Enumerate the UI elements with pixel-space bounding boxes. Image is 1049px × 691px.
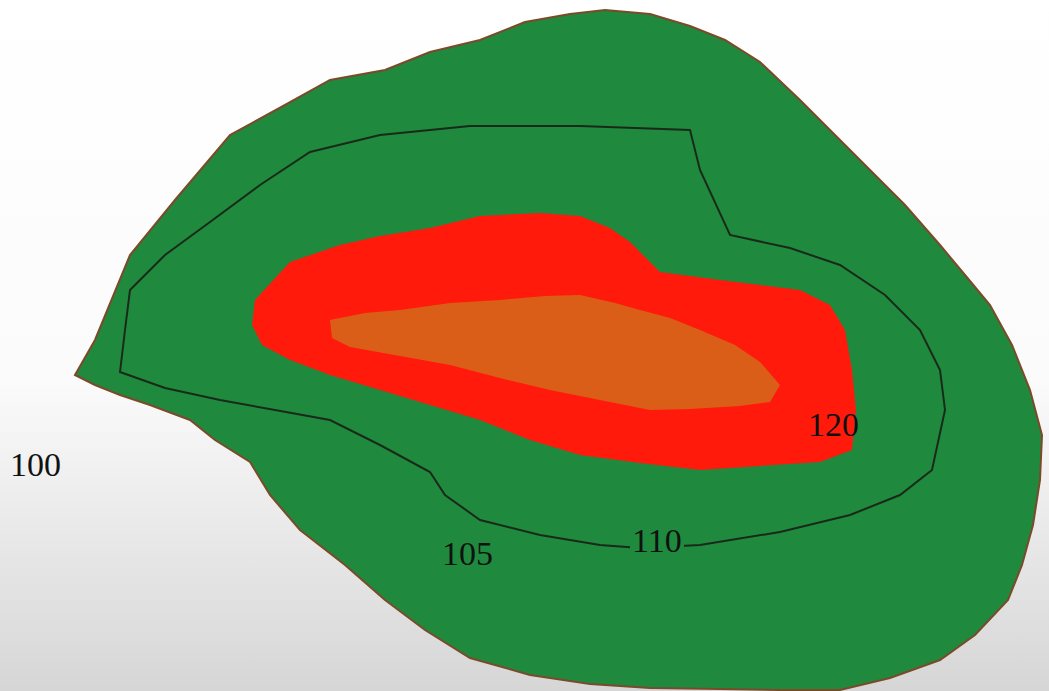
contour-value: 120 bbox=[806, 408, 861, 442]
elevated-zone bbox=[252, 213, 856, 470]
contour-value: 110 bbox=[630, 524, 684, 558]
contour-value: 105 bbox=[440, 537, 495, 571]
summit-zone bbox=[330, 295, 780, 410]
contour-line bbox=[120, 126, 945, 548]
land-area bbox=[75, 10, 1042, 690]
elevation-label: 100 bbox=[8, 448, 63, 482]
